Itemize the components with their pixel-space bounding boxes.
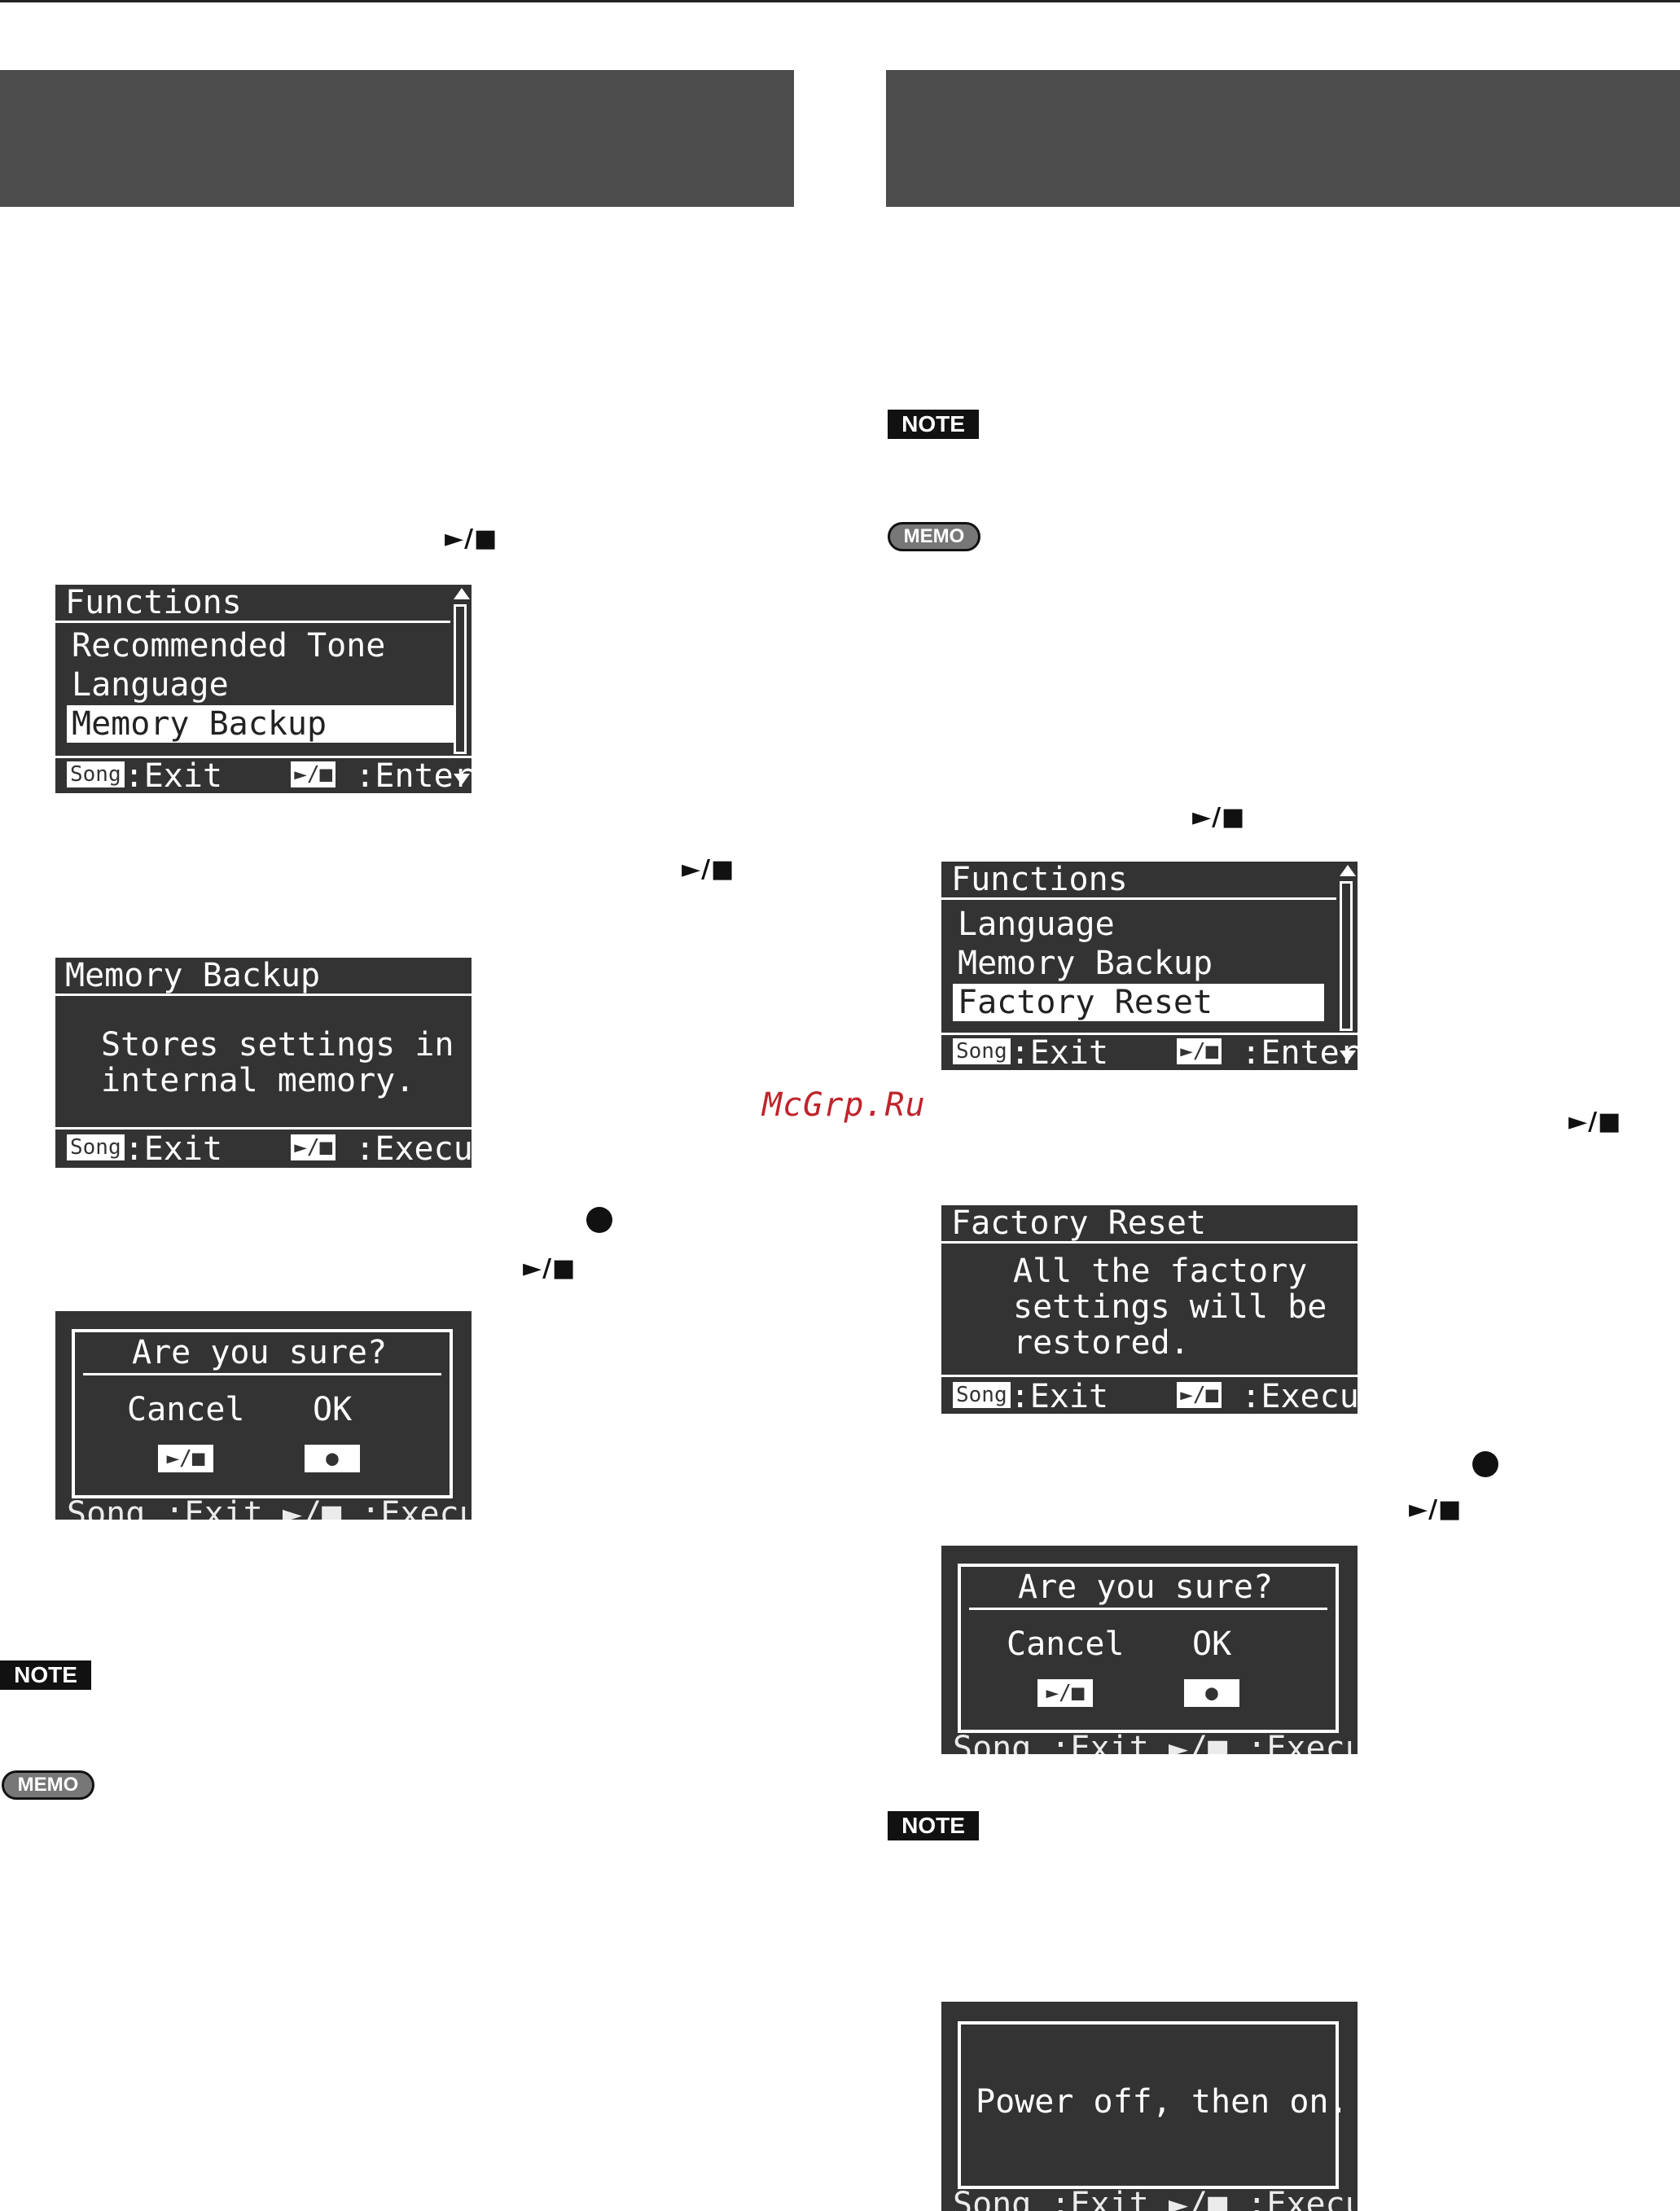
- dialog-ok-label: OK: [313, 1391, 353, 1428]
- play-stop-key-icon: ►/■: [1177, 1382, 1222, 1408]
- section-header-right: [886, 70, 1680, 207]
- menu-item-language[interactable]: Language: [72, 666, 229, 704]
- lcd-message-line1: Stores settings in: [101, 1026, 454, 1064]
- lcd-message-line2: settings will be: [1013, 1288, 1327, 1326]
- dialog-ok-label: OK: [1192, 1625, 1232, 1663]
- scrollbar[interactable]: [454, 604, 467, 754]
- lcd-footer: Song:Exit ►/■ :Execute: [953, 1378, 1358, 1414]
- lcd-divider: [55, 994, 472, 996]
- scroll-up-arrow-icon: [1340, 865, 1356, 876]
- lcd-divider: [941, 897, 1336, 900]
- lcd-functions-menu: Functions Recommended Tone Language Memo…: [55, 585, 472, 793]
- lcd-title: Functions: [65, 585, 242, 621]
- dialog-cancel-label: Cancel: [127, 1391, 245, 1428]
- play-stop-icon: ►/■: [1568, 1108, 1622, 1136]
- cancel-key-icon[interactable]: ►/■: [1037, 1679, 1093, 1707]
- menu-item-recommended-tone[interactable]: Recommended Tone: [72, 627, 386, 665]
- menu-item-factory-reset-selected[interactable]: Factory Reset: [953, 984, 1324, 1021]
- dialog-divider: [969, 1608, 1327, 1610]
- lcd-title: Factory Reset: [951, 1205, 1207, 1242]
- lcd-footer: Song:Exit ►/■ :Enter: [953, 1034, 1358, 1070]
- dialog-question: Are you sure?: [132, 1334, 388, 1371]
- lcd-message-line2: internal memory.: [101, 1062, 415, 1099]
- scroll-down-arrow-icon: [1340, 1051, 1356, 1062]
- play-stop-icon: ►/■: [682, 855, 735, 884]
- lcd-functions-menu: Functions Language Memory Backup Factory…: [941, 862, 1358, 1070]
- lcd-message-line1: All the factory: [1013, 1252, 1308, 1290]
- scroll-down-arrow-icon: [454, 774, 470, 785]
- footer-enter-label: :Enter: [355, 757, 472, 793]
- lcd-power-cycle-message: Factory Reset Song :Exit ►/■ :Execute Po…: [941, 2002, 1358, 2211]
- footer-exit-label: :Exit: [1010, 1034, 1109, 1070]
- confirm-dialog: Are you sure? Cancel OK ►/■ ●: [72, 1329, 453, 1498]
- scrollbar[interactable]: [1340, 881, 1353, 1031]
- cancel-key-icon[interactable]: ►/■: [158, 1445, 213, 1472]
- menu-item-language[interactable]: Language: [958, 906, 1115, 943]
- song-key-icon: Song: [953, 1382, 1011, 1408]
- play-stop-icon: ►/■: [1192, 803, 1246, 831]
- lcd-title: Memory Backup: [65, 958, 321, 994]
- lcd-divider: [55, 621, 450, 623]
- lcd-footer-obscured: Song :Exit ►/■ :Execute: [953, 1730, 1358, 1754]
- lcd-footer-divider: [55, 1127, 472, 1130]
- dialog-cancel-label: Cancel: [1007, 1625, 1125, 1663]
- play-stop-icon: ►/■: [445, 524, 498, 553]
- play-stop-icon: ►/■: [1409, 1495, 1463, 1524]
- footer-exit-label: :Exit: [124, 1130, 223, 1168]
- lcd-footer-obscured: Song :Exit ►/■ :Execute: [67, 1495, 472, 1520]
- lcd-title: Functions: [951, 862, 1128, 898]
- message-dialog: Power off, then on.: [958, 2021, 1349, 2189]
- play-stop-key-icon: ►/■: [291, 1134, 336, 1160]
- lcd-footer-divider: [941, 1033, 1358, 1035]
- footer-execute-label: :Execute: [355, 1130, 472, 1168]
- menu-item-memory-backup[interactable]: Memory Backup: [958, 945, 1213, 982]
- play-stop-key-icon: ►/■: [1177, 1038, 1222, 1064]
- confirm-dialog: Are you sure? Cancel OK ►/■ ●: [958, 1564, 1339, 1733]
- lcd-memory-backup: Memory Backup Stores settings in interna…: [55, 958, 472, 1168]
- play-stop-icon: ►/■: [523, 1254, 577, 1283]
- lcd-factory-reset: Factory Reset All the factory settings w…: [941, 1205, 1358, 1414]
- memo-badge: MEMO: [2, 1770, 94, 1800]
- lcd-footer: Song:Exit ►/■ :Execute: [67, 1130, 472, 1168]
- rec-button-icon: [586, 1207, 612, 1233]
- menu-item-memory-backup-selected[interactable]: Memory Backup: [67, 705, 454, 743]
- top-rule: [0, 0, 1680, 2]
- lcd-footer-obscured: Song :Exit ►/■ :Execute: [953, 2186, 1358, 2211]
- song-key-icon: Song: [67, 761, 125, 787]
- note-badge: NOTE: [888, 410, 979, 439]
- ok-key-icon[interactable]: ●: [1184, 1679, 1239, 1707]
- footer-execute-label: :Execute: [1241, 1378, 1358, 1414]
- note-badge: NOTE: [0, 1660, 91, 1690]
- lcd-divider: [941, 1241, 1358, 1244]
- song-key-icon: Song: [67, 1134, 125, 1160]
- dialog-question: Are you sure?: [1018, 1568, 1274, 1606]
- lcd-message-line3: restored.: [1013, 1324, 1190, 1362]
- memo-badge: MEMO: [888, 522, 980, 551]
- song-key-icon: Song: [953, 1038, 1011, 1064]
- ok-key-icon[interactable]: ●: [305, 1445, 360, 1472]
- lcd-footer: Song:Exit ►/■ :Enter: [67, 757, 472, 793]
- lcd-factory-reset-confirm: Factory Reset Song :Exit ►/■ :Execute Ar…: [941, 1546, 1358, 1754]
- lcd-title-obscured: Factory Reset: [951, 2002, 1207, 2024]
- dialog-divider: [83, 1373, 441, 1375]
- rec-button-icon: [1472, 1451, 1498, 1477]
- section-header-left: [0, 70, 794, 207]
- lcd-footer-divider: [55, 756, 472, 758]
- footer-exit-label: :Exit: [124, 757, 223, 793]
- footer-exit-label: :Exit: [1010, 1378, 1109, 1414]
- lcd-footer-divider: [941, 1375, 1358, 1377]
- lcd-memory-backup-confirm: Memory Backup Song :Exit ►/■ :Execute Ar…: [55, 1311, 472, 1520]
- scroll-up-arrow-icon: [454, 588, 470, 599]
- note-badge: NOTE: [888, 1811, 979, 1840]
- play-stop-key-icon: ►/■: [291, 761, 336, 787]
- dialog-message: Power off, then on.: [976, 2083, 1349, 2121]
- footer-enter-label: :Enter: [1241, 1034, 1358, 1070]
- watermark: McGrp.Ru: [762, 1086, 926, 1124]
